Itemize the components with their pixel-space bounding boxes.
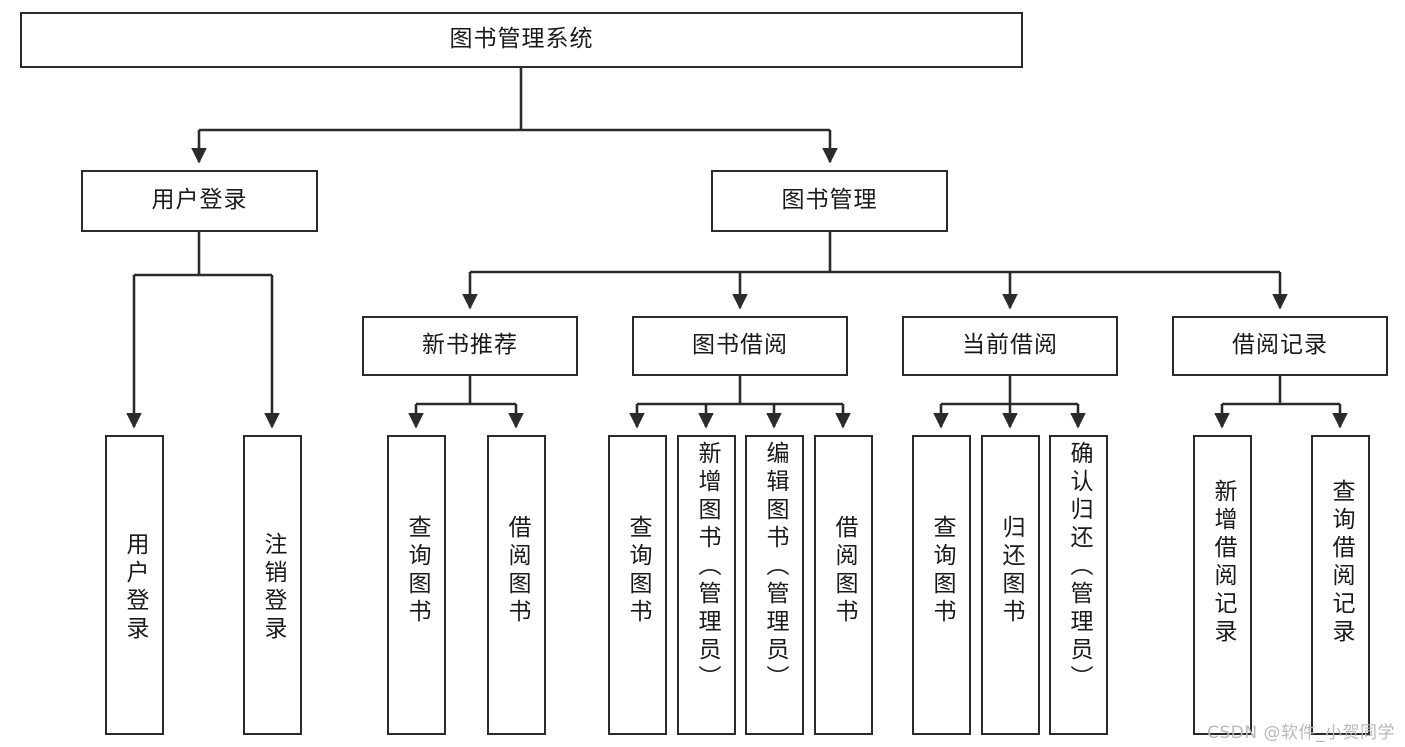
node-borrow-record-label: 借阅记录 bbox=[1232, 332, 1328, 359]
node-book-manage-label: 图书管理 bbox=[781, 187, 878, 214]
node-user-login-label: 用户登录 bbox=[151, 187, 248, 214]
csdn-watermark: CSDN @软件_小贺同学 bbox=[1207, 723, 1395, 743]
node-leaf-logout[interactable]: 注销登录 bbox=[243, 435, 302, 735]
node-leaf-query-record-label: 查询借阅记录 bbox=[1328, 479, 1354, 647]
node-leaf-borrow-book-1[interactable]: 借阅图书 bbox=[487, 435, 546, 735]
node-user-login[interactable]: 用户登录 bbox=[81, 170, 318, 232]
node-leaf-return-book[interactable]: 归还图书 bbox=[981, 435, 1040, 735]
node-leaf-logout-label: 注销登录 bbox=[260, 532, 286, 644]
node-leaf-confirm-return-label: 确认归还（管理员） bbox=[1066, 441, 1092, 693]
node-leaf-add-record-label: 新增借阅记录 bbox=[1210, 479, 1236, 647]
node-leaf-query-book-1[interactable]: 查询图书 bbox=[387, 435, 446, 735]
node-leaf-return-book-label: 归还图书 bbox=[998, 515, 1024, 627]
node-leaf-borrow-book-1-label: 借阅图书 bbox=[504, 515, 530, 627]
node-book-borrow-label: 图书借阅 bbox=[692, 332, 788, 359]
node-leaf-borrow-book-2-label: 借阅图书 bbox=[831, 515, 857, 627]
node-leaf-edit-book[interactable]: 编辑图书（管理员） bbox=[745, 435, 804, 735]
node-leaf-edit-book-label: 编辑图书（管理员） bbox=[762, 441, 788, 693]
node-current-borrow-label: 当前借阅 bbox=[962, 332, 1058, 359]
node-leaf-query-book-1-label: 查询图书 bbox=[404, 515, 430, 627]
node-leaf-add-book-label: 新增图书（管理员） bbox=[694, 441, 720, 693]
node-book-manage[interactable]: 图书管理 bbox=[711, 170, 948, 232]
node-new-book-rec-label: 新书推荐 bbox=[422, 332, 518, 359]
node-leaf-query-record[interactable]: 查询借阅记录 bbox=[1311, 435, 1370, 735]
node-leaf-user-login[interactable]: 用户登录 bbox=[105, 435, 164, 735]
node-leaf-add-book[interactable]: 新增图书（管理员） bbox=[677, 435, 736, 735]
node-leaf-borrow-book-2[interactable]: 借阅图书 bbox=[814, 435, 873, 735]
node-leaf-confirm-return[interactable]: 确认归还（管理员） bbox=[1049, 435, 1108, 735]
node-current-borrow[interactable]: 当前借阅 bbox=[902, 316, 1118, 376]
node-leaf-query-book-3[interactable]: 查询图书 bbox=[912, 435, 971, 735]
node-leaf-query-book-3-label: 查询图书 bbox=[929, 515, 955, 627]
node-leaf-add-record[interactable]: 新增借阅记录 bbox=[1193, 435, 1252, 735]
node-leaf-query-book-2[interactable]: 查询图书 bbox=[608, 435, 667, 735]
node-leaf-user-login-label: 用户登录 bbox=[122, 532, 148, 644]
node-new-book-rec[interactable]: 新书推荐 bbox=[362, 316, 578, 376]
node-root-label: 图书管理系统 bbox=[449, 26, 594, 53]
node-book-borrow[interactable]: 图书借阅 bbox=[632, 316, 848, 376]
node-borrow-record[interactable]: 借阅记录 bbox=[1172, 316, 1388, 376]
node-root[interactable]: 图书管理系统 bbox=[20, 12, 1023, 68]
node-leaf-query-book-2-label: 查询图书 bbox=[625, 515, 651, 627]
